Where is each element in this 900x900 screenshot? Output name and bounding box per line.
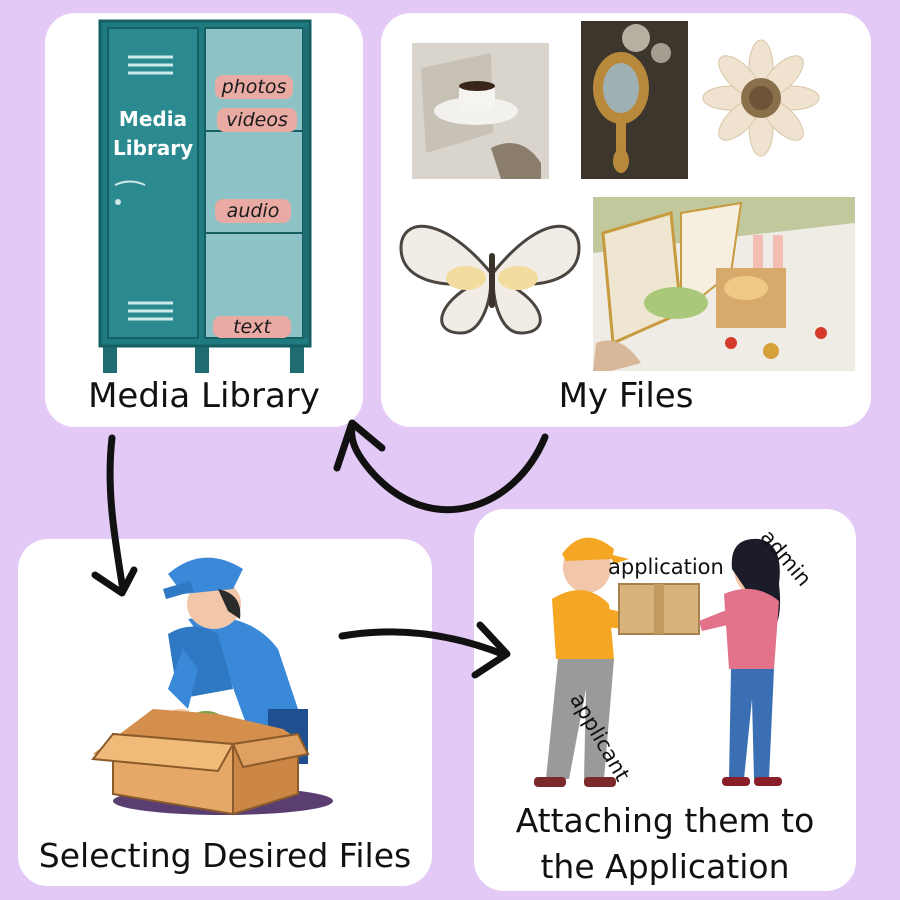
- shelf-label-text: text: [213, 316, 291, 338]
- handover-illustration: [534, 537, 782, 787]
- shelf-label-photos: photos: [215, 75, 293, 99]
- my-files-card: My Files: [381, 13, 871, 427]
- arrow-myfiles-to-library-head: [333, 419, 386, 472]
- media-library-title: Media Library: [88, 376, 320, 416]
- shelf-label-audio: audio: [215, 199, 291, 223]
- coffee-cup-photo: [412, 43, 549, 179]
- worker-packing-illustration: [91, 557, 333, 816]
- media-library-card: Media Library photos videos audio text M…: [45, 13, 363, 427]
- locker-illustration: [98, 19, 312, 373]
- attaching-card: application applicant admin Attaching th…: [474, 509, 856, 891]
- pressed-flower-photo: [702, 39, 820, 157]
- locker-label: Media Library: [113, 107, 194, 160]
- butterfly-photo: [399, 224, 581, 335]
- picnic-book-photo: [593, 197, 855, 371]
- selecting-files-card: Selecting Desired Files: [18, 539, 432, 886]
- shelf-label-videos: videos: [217, 108, 297, 132]
- selecting-files-title: Selecting Desired Files: [38, 836, 412, 875]
- attaching-title-line1: Attaching them to: [515, 801, 815, 840]
- arrow-myfiles-to-library: [348, 421, 549, 514]
- my-files-title: My Files: [558, 376, 694, 416]
- box-label-application: application: [608, 555, 724, 579]
- attaching-title-line2: the Application: [540, 847, 790, 886]
- ornate-mirror-photo: [581, 21, 688, 179]
